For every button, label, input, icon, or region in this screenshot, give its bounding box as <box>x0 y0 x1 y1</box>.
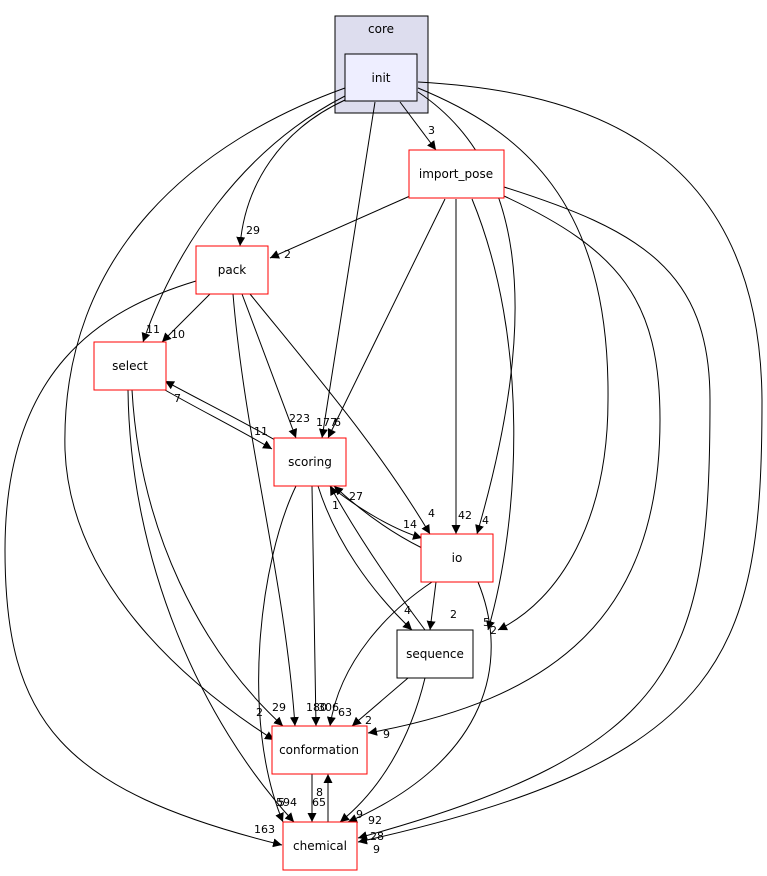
edge-io-scoring <box>333 485 423 549</box>
edge-label-select-chemical[interactable]: 594 <box>276 796 297 809</box>
edge-init-pack <box>236 99 346 247</box>
edge-scoring-conformation <box>311 485 321 727</box>
edge-scoring-select <box>164 380 276 441</box>
edge-label-import_pose-scoring[interactable]: 6 <box>334 416 341 429</box>
node-io[interactable]: io <box>420 533 494 583</box>
edge-sequence-conformation <box>351 677 409 727</box>
edge-label-scoring-chemical[interactable]: 5 <box>278 796 285 809</box>
edge-pack-select <box>161 293 211 343</box>
edge-label-import_pose-conformation[interactable]: 9 <box>383 728 390 741</box>
edge-scoring-sequence <box>317 485 413 631</box>
edge-io-sequence <box>426 581 437 631</box>
edge-label-import_pose-io[interactable]: 42 <box>458 509 472 522</box>
edge-pack-conformation <box>232 293 299 727</box>
edge-select-scoring <box>164 389 273 450</box>
edge-label-io-sequence[interactable]: 2 <box>450 608 457 621</box>
edge-pack-scoring <box>241 293 298 439</box>
node-select[interactable]: select <box>93 341 167 391</box>
edge-label-scoring-select[interactable]: 7 <box>174 392 181 405</box>
node-chemical[interactable]: chemical <box>282 821 358 871</box>
edge-import_pose-conformation <box>367 195 661 736</box>
node-pack[interactable]: pack <box>195 245 269 295</box>
edge-label-scoring-conformation[interactable]: 306 <box>318 701 339 714</box>
edge-label-init-select[interactable]: 11 <box>146 323 160 336</box>
node-import_pose-label: import_pose <box>419 167 493 181</box>
edge-label-init-conformation[interactable]: 2 <box>256 706 263 719</box>
node-select-label: select <box>112 359 148 373</box>
edge-label-init-import_pose[interactable]: 3 <box>428 124 435 137</box>
cluster-core-label: core <box>368 22 394 36</box>
edge-label-select-conformation[interactable]: 29 <box>272 701 286 714</box>
node-chemical-label: chemical <box>293 839 347 853</box>
edge-import_pose-scoring <box>327 198 446 439</box>
edges <box>4 81 763 848</box>
edge-label-pack-io[interactable]: 4 <box>428 507 435 520</box>
edge-label-init-sequence[interactable]: 5 <box>483 616 490 629</box>
edge-label-pack-select[interactable]: 10 <box>171 328 185 341</box>
edge-io-conformation <box>326 581 433 727</box>
edge-labels: 3 29 11 177 6 4 42 5 2 28 2 2 9 9 10 223… <box>146 124 497 856</box>
edge-pack-chemical <box>4 280 283 848</box>
edge-label-scoring-io[interactable]: 14 <box>403 518 417 531</box>
edge-label-init-pack[interactable]: 29 <box>246 224 260 237</box>
edge-init-scoring <box>318 101 376 439</box>
edge-init-io <box>417 91 516 535</box>
node-io-label: io <box>452 551 463 565</box>
node-import_pose[interactable]: import_pose <box>408 149 505 199</box>
edge-import_pose-chemical <box>357 186 711 840</box>
edge-label-import_pose-sequence[interactable]: 2 <box>490 624 497 637</box>
edge-label-sequence-conformation[interactable]: 2 <box>365 714 372 727</box>
node-sequence[interactable]: sequence <box>396 629 474 679</box>
edge-scoring-chemical <box>258 485 297 823</box>
edge-label-sequence-chemical[interactable]: 9 <box>356 808 363 821</box>
edge-label-pack-chemical[interactable]: 163 <box>254 823 275 836</box>
node-init[interactable]: init <box>344 53 418 102</box>
edge-import_pose-pack <box>269 195 411 259</box>
edge-init-sequence <box>417 87 609 631</box>
edge-label-scoring-sequence[interactable]: 4 <box>404 604 411 617</box>
edge-init-chemical <box>357 81 763 845</box>
edge-sequence-chemical <box>339 677 426 823</box>
edge-label-pack-scoring[interactable]: 223 <box>289 412 310 425</box>
edge-label-conformation-chemical[interactable]: 65 <box>312 796 326 809</box>
edge-import_pose-sequence <box>471 198 515 631</box>
edge-label-io-conformation[interactable]: 63 <box>338 706 352 719</box>
node-conformation-label: conformation <box>279 743 359 757</box>
edge-label-sequence-scoring[interactable]: 1 <box>332 499 339 512</box>
node-pack-label: pack <box>218 263 247 277</box>
node-scoring-label: scoring <box>288 455 332 469</box>
edge-init-select <box>141 95 346 343</box>
node-scoring[interactable]: scoring <box>273 437 347 487</box>
edge-init-import_pose <box>399 101 437 151</box>
node-sequence-label: sequence <box>406 647 464 661</box>
edge-select-conformation <box>131 389 284 727</box>
edge-label-import_pose-chemical[interactable]: 9 <box>373 843 380 856</box>
edge-init-conformation <box>64 87 346 741</box>
edge-label-init-scoring[interactable]: 177 <box>316 416 337 429</box>
edge-io-chemical <box>347 581 492 823</box>
node-init-label: init <box>372 71 391 85</box>
edge-label-select-scoring[interactable]: 11 <box>254 425 268 438</box>
edge-label-io-scoring[interactable]: 27 <box>349 490 363 503</box>
edge-label-init-io[interactable]: 4 <box>482 514 489 527</box>
edge-label-pack-conformation[interactable]: 180 <box>306 701 327 714</box>
edge-label-import_pose-pack[interactable]: 2 <box>284 248 291 261</box>
edge-label-init-chemical[interactable]: 28 <box>370 830 384 843</box>
node-conformation[interactable]: conformation <box>271 725 368 775</box>
edge-pack-io <box>249 293 431 535</box>
edge-label-io-chemical[interactable]: 92 <box>368 814 382 827</box>
edge-select-chemical <box>127 389 295 823</box>
edge-label-chemical-conformation[interactable]: 8 <box>316 786 323 799</box>
edge-sequence-scoring <box>329 485 426 631</box>
